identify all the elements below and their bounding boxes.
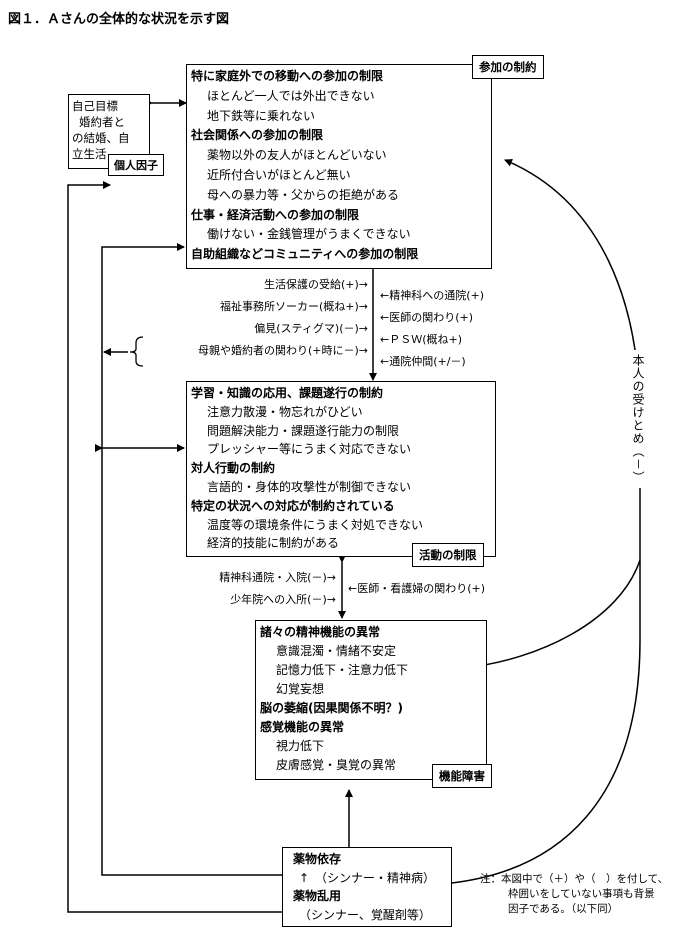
participation-line: 薬物以外の友人がほとんどいない	[207, 148, 387, 163]
footnote-line: 枠囲いをしていない事項も背景	[508, 888, 655, 900]
loop-outer-left	[67, 181, 282, 913]
participation-box: 特に家庭外での移動への参加の制限ほとんど一人では外出できない地下鉄等に乗れない社…	[186, 64, 492, 269]
participation-line: ほとんど一人では外出できない	[207, 88, 375, 103]
loop-inner-left	[101, 243, 282, 876]
curve-self-perception	[444, 159, 641, 888]
footnote-line: 注：本図中で（＋）や（ ）を付して、	[480, 873, 669, 885]
function-line: 意識混濁・情緒不安定	[276, 644, 397, 658]
participation-line: 特に家庭外での移動への参加の制限	[191, 69, 384, 83]
participation-line: 地下鉄等に乗れない	[207, 108, 316, 123]
environment-factor-label: 少年院への入所(－)→	[230, 593, 336, 606]
drug-line: 薬物依存	[293, 852, 342, 866]
activity-line: 言語的・身体的攻撃性が制御できない	[207, 480, 412, 494]
drug-line: （シンナー、覚醒剤等）	[299, 907, 431, 922]
participation-line: 近所付合いがほとんど無い	[207, 168, 351, 182]
environment-factor-label: 福祉事務所ソーカー(概ね+)→	[219, 300, 368, 313]
drug-box: 薬物依存 ↑ （シンナー・精神病） 薬物乱用 （シンナー、覚醒剤等）	[282, 847, 452, 927]
personal-factor-tag: 個人因子	[108, 154, 164, 176]
self-perception-label: 本人の受けとめ（－）	[630, 350, 647, 489]
env-bracket	[129, 336, 144, 367]
function-line: 視力低下	[276, 739, 325, 753]
environment-factor-label: 精神科通院・入院(－)→	[219, 571, 336, 584]
arrow-curve-function	[462, 559, 641, 672]
environment-factor-label: ←通院仲間(+/－)	[380, 355, 466, 368]
personal-factor-line: 自己目標	[72, 99, 118, 113]
drug-line: ↑ （シンナー・精神病）	[299, 870, 436, 885]
function-line: 諸々の精神機能の異常	[260, 625, 381, 639]
activity-line: 温度等の環境条件にうまく対処できない	[207, 517, 424, 532]
footnote-line: 因子である。（以下同）	[508, 903, 619, 915]
environment-factor-label: 生活保護の受給(+)→	[263, 278, 368, 291]
environment-factor-label: 母親や婚約者の関わり(+時に－)→	[197, 344, 368, 357]
environment-factor-label: ←ＰＳＷ(概ね+)	[380, 333, 463, 346]
environment-factor-label: ←医師の関わり(+)	[380, 311, 474, 324]
function-tag: 機能障害	[432, 764, 492, 788]
participation-line: 社会関係への参加の制限	[191, 128, 324, 143]
function-line: 幻覚妄想	[276, 682, 325, 696]
function-line: 脳の萎縮(因果関係不明？)	[260, 701, 403, 715]
function-line: 感覚機能の異常	[260, 720, 345, 734]
activity-line: 注意力散漫・物忘れがひどい	[207, 404, 363, 419]
participation-line: 働けない・金銭管理がうまくできない	[207, 227, 411, 242]
activity-box: 学習・知識の応用、課題遂行の制約注意力散漫・物忘れがひどい問題解決能力・課題遂行…	[186, 381, 496, 557]
activity-line: 経済的技能に制約がある	[207, 536, 340, 551]
personal-factor-line: 婚約者と	[79, 115, 125, 129]
environment-factor-label: ←医師・看護婦の関わり(+)	[348, 582, 486, 595]
drug-line: 薬物乱用	[293, 889, 342, 903]
activity-line: 対人行動の制約	[191, 461, 276, 476]
page-title: 図１．Ａさんの全体的な状況を示す図	[8, 12, 230, 27]
personal-factor-line: の結婚、自	[72, 131, 130, 145]
activity-line: 特定の状況への対応が制約されている	[191, 498, 395, 513]
participation-tag: 参加の制約	[472, 55, 544, 79]
personal-factor-line: 立生活	[72, 147, 107, 161]
participation-line: 仕事・経済活動への参加の制限	[191, 207, 360, 222]
activity-line: プレッシャー等にうまく対応できない	[207, 442, 412, 457]
activity-line: 問題解決能力・課題遂行能力の制限	[207, 423, 400, 438]
environment-factor-label: ←精神科への通院(+)	[380, 289, 485, 302]
activity-line: 学習・知識の応用、課題遂行の制約	[191, 386, 384, 400]
environment-factor-label: 偏見(スティグマ)(－)→	[254, 322, 368, 335]
function-line: 記憶力低下・注意力低下	[276, 663, 409, 677]
function-box: 諸々の精神機能の異常意識混濁・情緒不安定記憶力低下・注意力低下幻覚妄想脳の萎縮(…	[255, 620, 487, 780]
function-line: 皮膚感覚・臭覚の異常	[276, 758, 397, 772]
activity-tag: 活動の制限	[412, 543, 484, 567]
participation-line: 自助組織などコミュニティへの参加の制限	[191, 247, 419, 262]
participation-line: 母への暴力等・父からの拒絶がある	[207, 187, 400, 202]
